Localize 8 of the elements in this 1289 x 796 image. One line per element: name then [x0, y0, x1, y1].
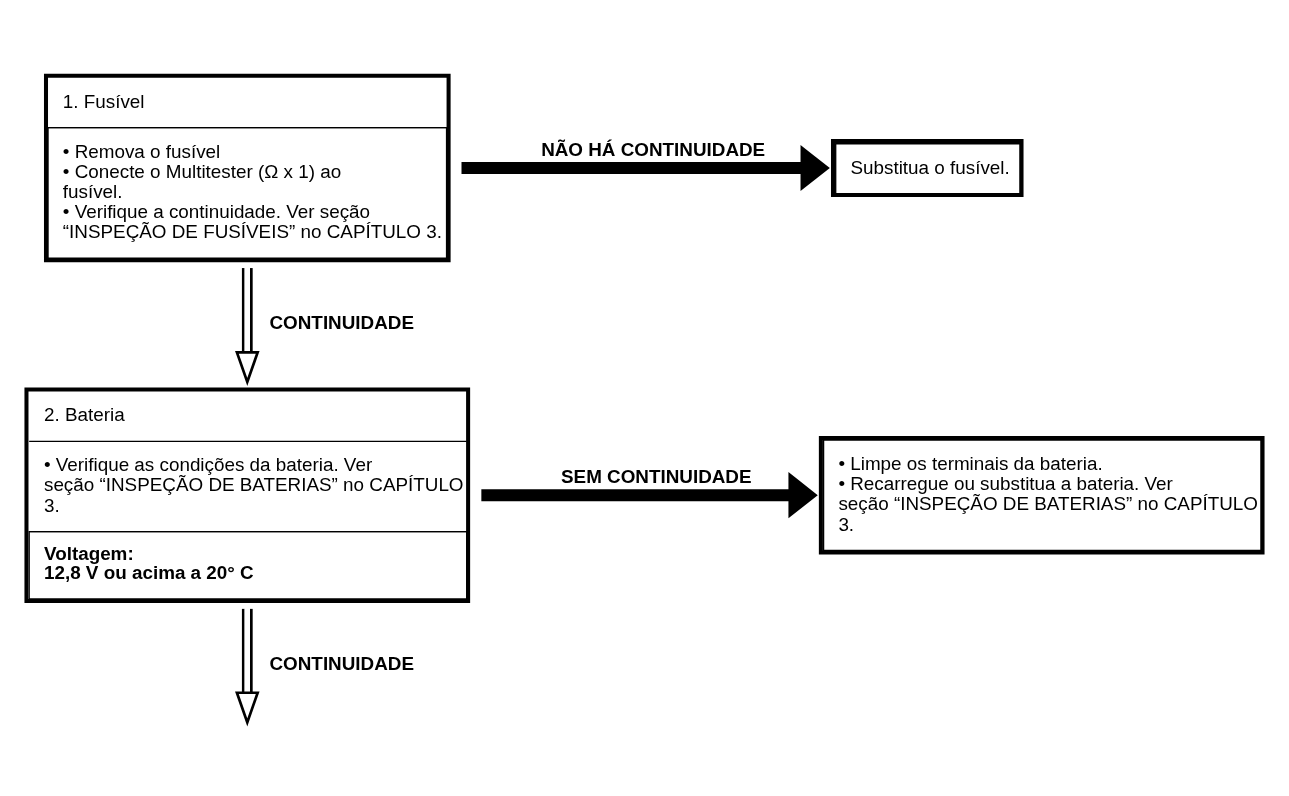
edge-label: SEM CONTINUIDADE: [561, 465, 752, 487]
arrow: [461, 144, 830, 192]
arrow: [481, 472, 818, 519]
arrow: [235, 608, 260, 727]
edge-label: CONTINUIDADE: [269, 312, 414, 334]
arrow: [235, 268, 260, 387]
edge-label: CONTINUIDADE: [269, 652, 414, 674]
edge-label: NÃO HÁ CONTINUIDADE: [541, 138, 766, 160]
